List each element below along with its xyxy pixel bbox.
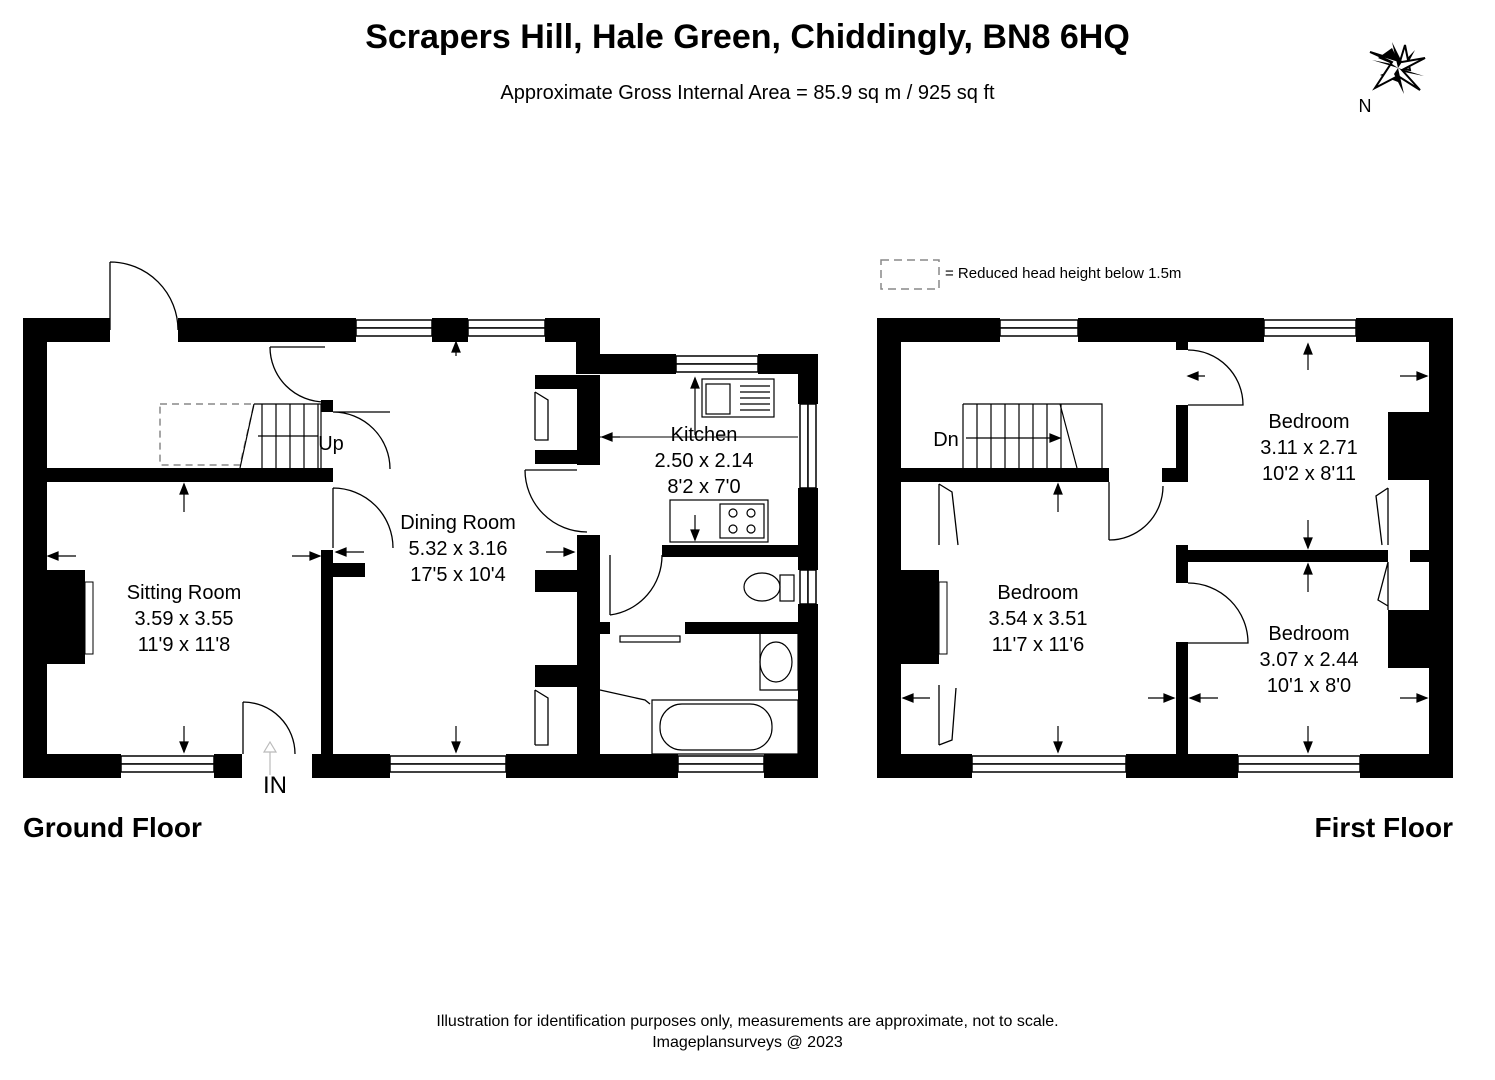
room-metric: 5.32 x 3.16 [409, 538, 508, 560]
ground-floor-label: Ground Floor [23, 812, 202, 843]
first-floor-windows [971, 319, 1361, 773]
ground-floor-windows [120, 319, 817, 773]
room-imperial: 8'2 x 7'0 [667, 476, 740, 498]
room-metric: 3.59 x 3.55 [135, 608, 234, 630]
stairs-up-label: Up [318, 433, 344, 455]
kitchen-fittings [600, 378, 799, 755]
room-name: Bedroom [1268, 411, 1349, 433]
disclaimer-text: Illustration for identification purposes… [436, 1013, 1059, 1030]
first-dimension-arrows [901, 342, 1429, 754]
room-name: Dining Room [400, 512, 516, 534]
area-subtitle: Approximate Gross Internal Area = 85.9 s… [500, 82, 995, 104]
compass-north-label: N [1359, 96, 1372, 116]
legend-text: = Reduced head height below 1.5m [945, 265, 1181, 282]
page-title: Scrapers Hill, Hale Green, Chiddingly, B… [365, 18, 1130, 56]
room-imperial: 11'9 x 11'8 [138, 634, 231, 656]
room-metric: 3.54 x 3.51 [989, 608, 1088, 630]
ground-dimension-arrows [46, 340, 700, 775]
room-metric: 2.50 x 2.14 [655, 450, 754, 472]
legend-swatch [880, 259, 940, 290]
room-name: Sitting Room [127, 582, 242, 604]
room-imperial: 10'1 x 8'0 [1267, 675, 1351, 697]
entrance-label: IN [263, 772, 287, 799]
room-metric: 3.11 x 2.71 [1260, 437, 1357, 459]
ground-room-labels: Sitting Room 3.59 x 3.55 11'9 x 11'8 Din… [127, 424, 754, 799]
first-floor-doors [938, 349, 1389, 746]
ground-stairs-icon [159, 403, 322, 469]
first-room-labels: Bedroom 3.54 x 3.51 11'7 x 11'6 Bedroom … [933, 411, 1358, 697]
compass-rose-icon [1369, 42, 1426, 94]
first-stairs-icon [962, 403, 1103, 469]
first-floor-walls [877, 318, 1453, 778]
room-name: Bedroom [1268, 623, 1349, 645]
room-imperial: 10'2 x 8'11 [1262, 463, 1356, 485]
room-name: Bedroom [997, 582, 1078, 604]
room-metric: 3.07 x 2.44 [1260, 649, 1359, 671]
ground-floor-doors [109, 261, 663, 755]
credit-text: Imageplansurveys @ 2023 [652, 1034, 843, 1051]
first-floor-label: First Floor [1314, 812, 1453, 843]
ground-floor-walls [23, 318, 818, 778]
room-imperial: 11'7 x 11'6 [992, 634, 1085, 656]
room-imperial: 17'5 x 10'4 [410, 564, 506, 586]
room-name: Kitchen [671, 424, 738, 446]
stairs-down-label: Dn [933, 429, 959, 451]
